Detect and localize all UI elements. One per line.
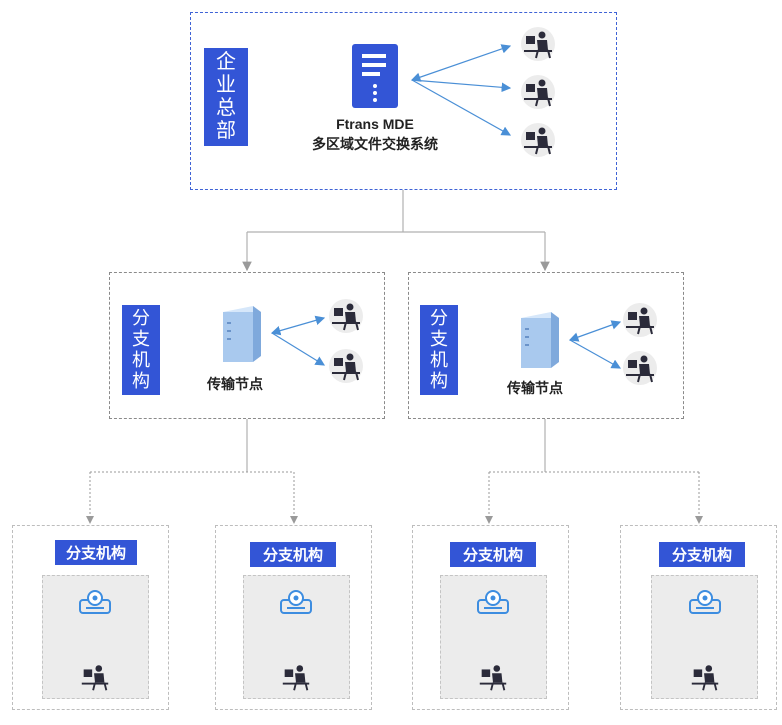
- user-at-desk-icon: [691, 665, 719, 691]
- user-at-desk-icon: [623, 303, 657, 337]
- branch-label-char: 分: [430, 308, 448, 328]
- branch-label-char: 构: [430, 371, 448, 391]
- transfer-device-icon: [477, 590, 509, 614]
- server-icon: [521, 312, 559, 368]
- transfer-node-label: 传输节点: [207, 376, 263, 392]
- user-at-desk-icon: [282, 665, 310, 691]
- hq-label-char: 总: [216, 97, 236, 119]
- branch-label-char: 构: [132, 371, 150, 391]
- leaf-box: [412, 525, 569, 710]
- leaf-box: [215, 525, 372, 710]
- branch-box: [109, 272, 385, 419]
- user-at-desk-icon: [329, 299, 363, 333]
- user-at-desk-icon: [623, 351, 657, 385]
- leaf-box: [12, 525, 169, 710]
- branch-label-char: 支: [430, 329, 448, 349]
- transfer-device-icon: [79, 590, 111, 614]
- branch-label-char: 分: [132, 308, 150, 328]
- system-desc: 多区域文件交换系统: [312, 136, 438, 152]
- user-at-desk-icon: [329, 349, 363, 383]
- branch-label: 分 支 机 构: [122, 305, 160, 395]
- hq-label-char: 企: [216, 51, 236, 73]
- branch-label-char: 机: [132, 350, 150, 370]
- branch-label-char: 机: [430, 350, 448, 370]
- system-name: Ftrans MDE: [336, 116, 414, 132]
- branch-label: 分 支 机 构: [420, 305, 458, 395]
- leaf-box: [620, 525, 777, 710]
- hq-label: 企 业 总 部: [204, 48, 248, 146]
- user-at-desk-icon: [521, 75, 555, 109]
- mde-server-icon: [352, 44, 398, 108]
- hq-label-char: 业: [216, 74, 236, 96]
- user-at-desk-icon: [521, 123, 555, 157]
- leaf-label: 分支机构: [55, 540, 137, 565]
- user-at-desk-icon: [521, 27, 555, 61]
- hq-label-char: 部: [216, 120, 236, 142]
- leaf-label: 分支机构: [250, 542, 336, 567]
- server-icon: [223, 306, 261, 362]
- leaf-label: 分支机构: [450, 542, 536, 567]
- transfer-device-icon: [689, 590, 721, 614]
- transfer-node-label: 传输节点: [507, 380, 563, 396]
- branch-box: [408, 272, 684, 419]
- transfer-device-icon: [280, 590, 312, 614]
- leaf-label: 分支机构: [659, 542, 745, 567]
- branch-label-char: 支: [132, 329, 150, 349]
- user-at-desk-icon: [81, 665, 109, 691]
- hq-box: [190, 12, 617, 190]
- user-at-desk-icon: [479, 665, 507, 691]
